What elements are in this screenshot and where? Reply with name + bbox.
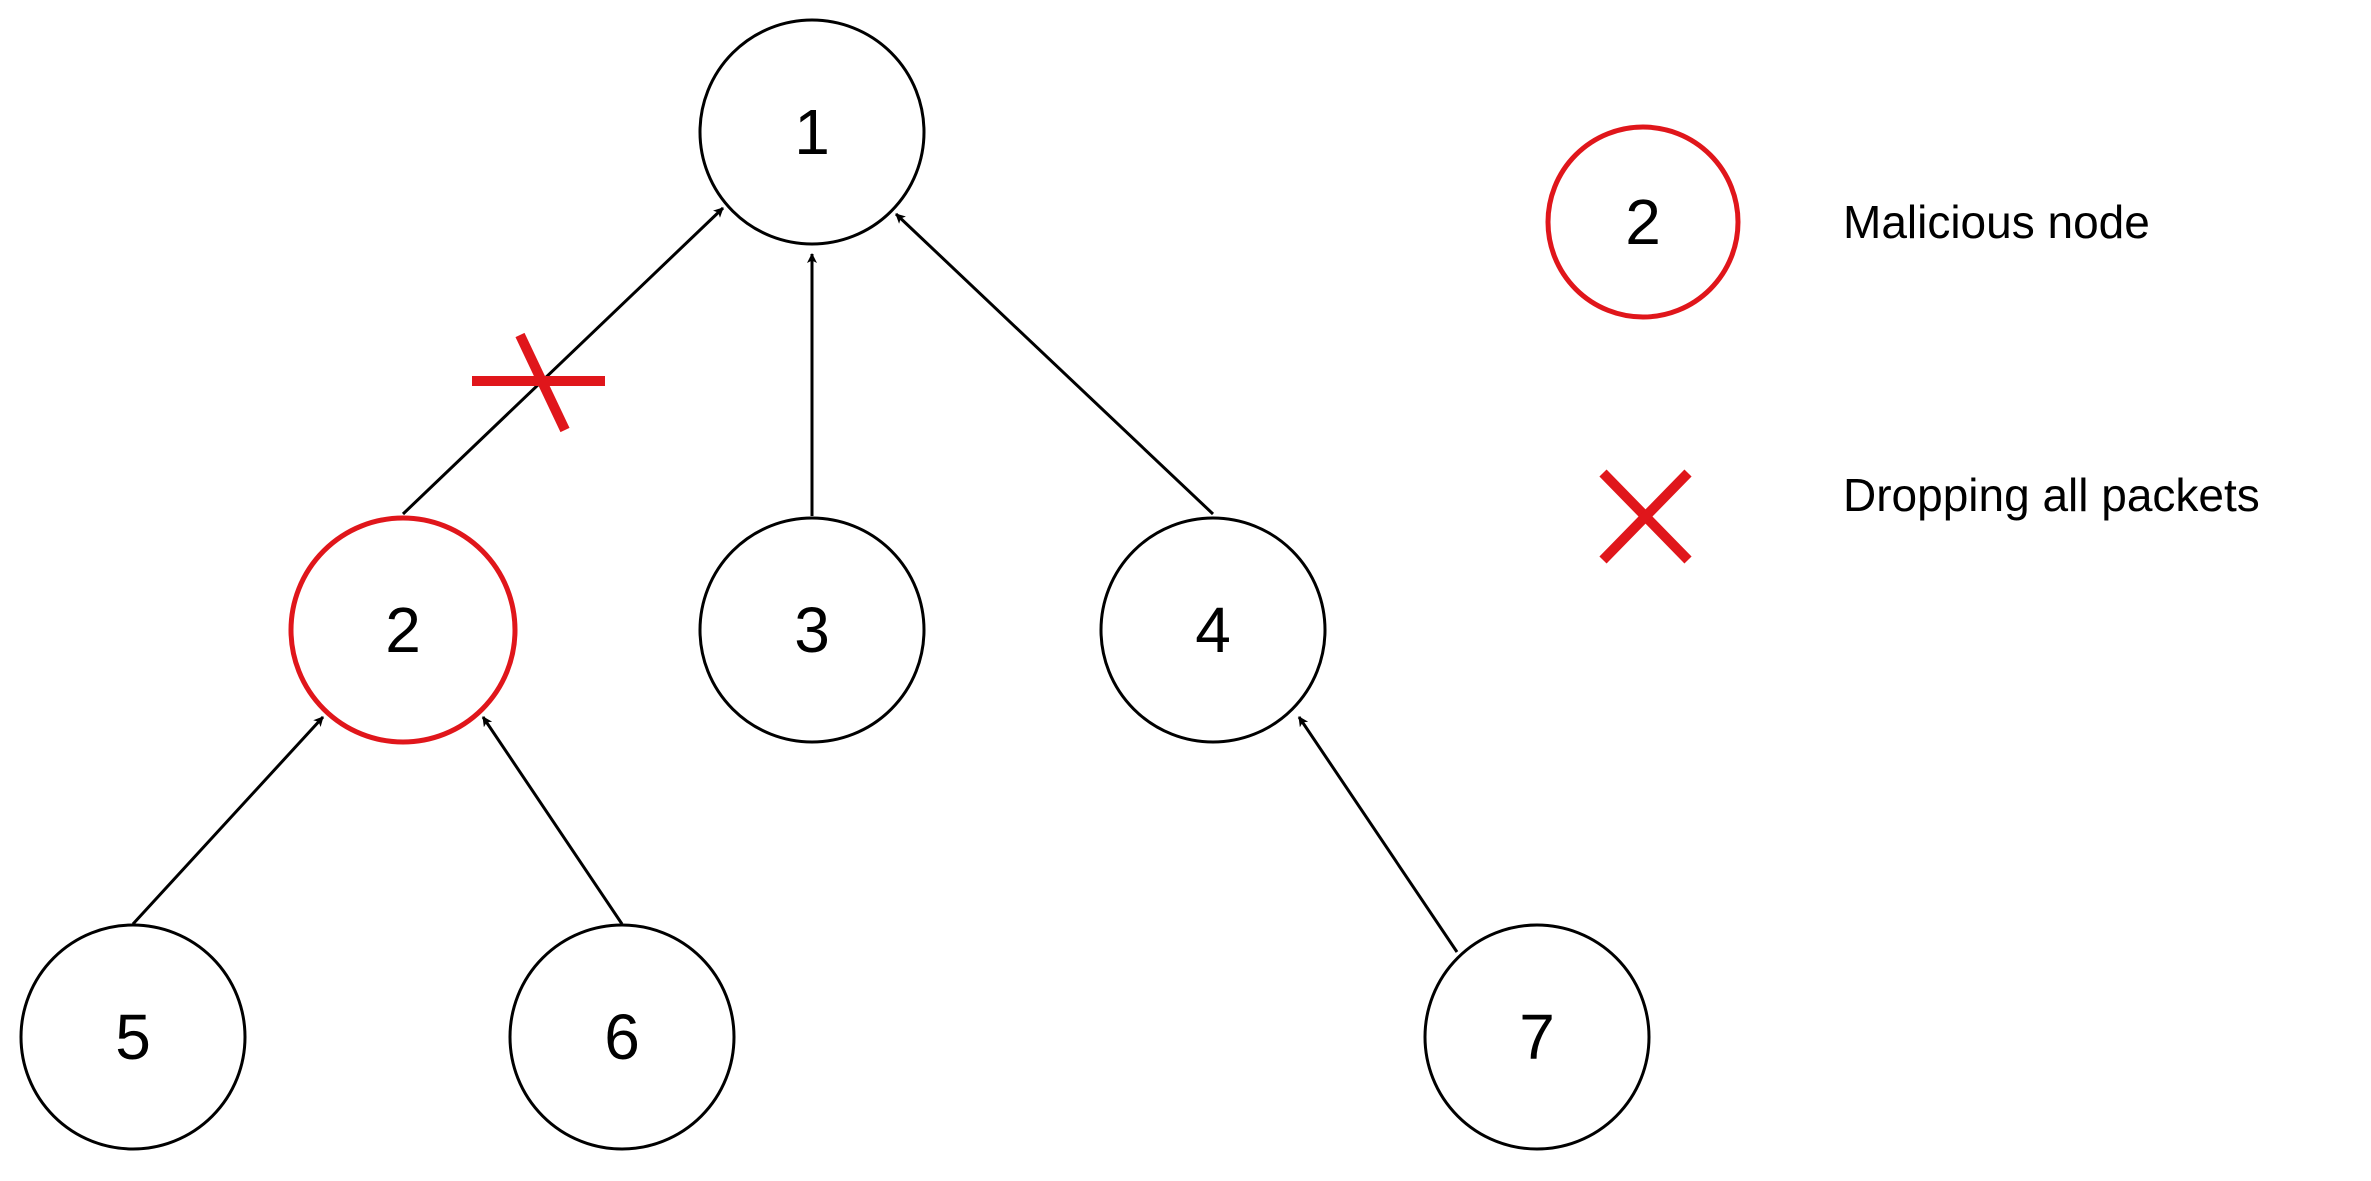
node-circle (1423, 923, 1651, 1151)
legend-dropping: Dropping all packets (1599, 469, 2260, 564)
node-6: 6 (508, 923, 736, 1151)
node-7: 7 (1423, 923, 1651, 1151)
node-label: 3 (794, 594, 830, 666)
node-4: 4 (1099, 516, 1327, 744)
malicious-node-circle (288, 515, 518, 745)
node-label: 5 (115, 1001, 151, 1073)
node-label: 7 (1519, 1001, 1555, 1073)
legend-drop-x-icon (1599, 469, 1692, 564)
edge-6-to-2 (481, 716, 624, 925)
node-circle (698, 18, 926, 246)
edge-7-to-4 (1297, 716, 1459, 953)
legend-malicious-circle (1545, 124, 1741, 320)
legend-malicious-node: 2 Malicious node (1545, 124, 2150, 320)
node-circle (1099, 516, 1327, 744)
node-3: 3 (698, 516, 926, 744)
node-1: 1 (698, 18, 926, 246)
legend-malicious-sample: 2 (1625, 186, 1661, 258)
legend-dropping-label: Dropping all packets (1843, 469, 2260, 521)
node-circle (508, 923, 736, 1151)
node-circle (19, 923, 247, 1151)
edges (131, 206, 1459, 953)
edge-4-to-1 (894, 212, 1215, 516)
node-5: 5 (19, 923, 247, 1151)
legend: 2 Malicious node Dropping all packets (1545, 124, 2260, 564)
edge-5-to-2 (131, 715, 325, 926)
node-circle (698, 516, 926, 744)
node-label: 1 (794, 96, 830, 168)
legend-malicious-label: Malicious node (1843, 196, 2150, 248)
node-2: 2 (288, 515, 518, 745)
edge-2-to-1 (401, 206, 725, 516)
node-label: 4 (1195, 594, 1231, 666)
node-label: 2 (385, 594, 421, 666)
drop-mark-icon (472, 332, 605, 433)
node-label: 6 (604, 1001, 640, 1073)
